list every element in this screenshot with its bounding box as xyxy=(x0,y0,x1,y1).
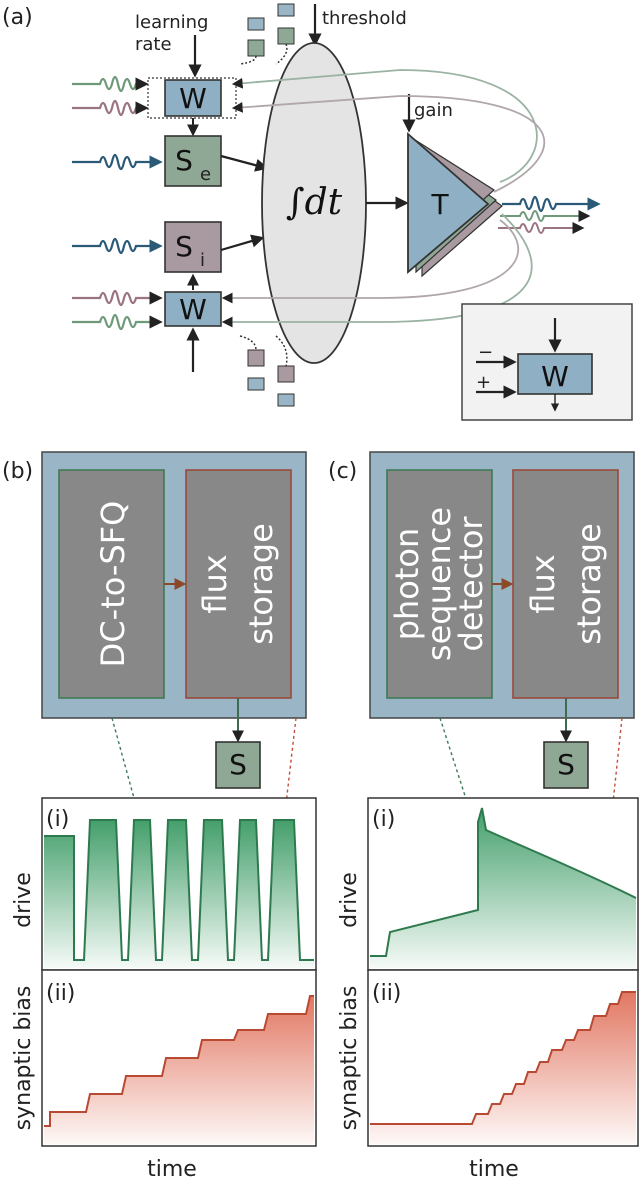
weight-top-box[interactable] xyxy=(164,79,222,117)
panel-c-synapse-label: S xyxy=(557,748,575,781)
input-wave-se xyxy=(72,153,163,171)
panel-c-photon-label: photon xyxy=(388,528,426,641)
panel-b-sub-ii: (ii) xyxy=(46,981,75,1006)
transmitter-label: T xyxy=(430,188,449,221)
output-wave-1 xyxy=(502,195,601,213)
panel-b-ylabel-bias: synaptic bias xyxy=(11,986,36,1131)
output-wave-2 xyxy=(500,210,591,222)
panel-b-drive-fill xyxy=(44,820,314,968)
top-mini-connector xyxy=(239,43,288,65)
weight-bottom-label: W xyxy=(179,293,207,326)
excitatory-synapse-sub: e xyxy=(200,164,211,185)
panel-c-label: (c) xyxy=(328,459,357,484)
bottom-mini-box-1 xyxy=(247,349,265,367)
learning-rate-label-line2: rate xyxy=(135,34,172,55)
panel-c-bias-fill xyxy=(370,992,636,1144)
bottom-mini-box-2 xyxy=(247,377,265,391)
input-wave-si xyxy=(72,237,163,255)
panel-c-flux-storage[interactable] xyxy=(512,469,619,699)
panel-c-bias-line xyxy=(370,991,636,1125)
panel-b-storage-label: storage xyxy=(242,523,280,645)
panel-b-bias-fill xyxy=(44,996,314,1144)
se-to-integrator-arrow xyxy=(220,154,269,172)
input-wave-bottom-1 xyxy=(72,289,163,307)
feedback-loop-1 xyxy=(231,69,538,183)
inhibitory-synapse-box[interactable] xyxy=(164,221,222,273)
top-mini-box-3 xyxy=(277,3,295,17)
inset-plus-label: + xyxy=(476,372,491,393)
feedback-loop-3 xyxy=(221,219,519,304)
inhibitory-synapse-label: S xyxy=(175,230,193,263)
panel-c-sequence-label: sequence xyxy=(420,507,458,661)
panel-c-detector-label: detector xyxy=(452,516,490,652)
inhibitory-synapse-sub: i xyxy=(200,250,205,271)
input-wave-top-1 xyxy=(72,75,149,93)
panel-c-ylabel-bias: synaptic bias xyxy=(337,986,362,1131)
transmitter-triangle[interactable] xyxy=(407,132,490,274)
excitatory-synapse-label: S xyxy=(175,144,193,177)
panel-c-drive-line xyxy=(370,807,637,957)
panel-b-sub-i: (i) xyxy=(46,807,69,832)
panel-b-dc-to-sfq[interactable] xyxy=(58,469,165,699)
top-mini-box-4 xyxy=(277,27,295,45)
inset-weight-label: W xyxy=(541,360,569,393)
excitatory-synapse-box[interactable] xyxy=(164,135,222,187)
panel-c-ylabel-drive: drive xyxy=(337,872,362,928)
panel-b-drive-line xyxy=(44,819,314,961)
gain-label: gain xyxy=(414,100,453,121)
panel-b-flux-label: flux xyxy=(196,554,234,613)
feedback-loop-4 xyxy=(221,213,533,328)
panel-c-photon-detector[interactable] xyxy=(386,469,493,699)
input-wave-top-2 xyxy=(72,99,149,117)
bottom-mini-box-3 xyxy=(277,365,295,383)
inset-weight-box[interactable] xyxy=(517,353,593,395)
panel-b-dc-to-sfq-label: DC-to-SFQ xyxy=(94,501,132,668)
panel-b-synapse-box[interactable] xyxy=(215,741,261,789)
panel-c-sub-ii: (ii) xyxy=(372,981,401,1006)
top-mini-box-1 xyxy=(247,17,265,31)
panel-b-synapse-label: S xyxy=(229,748,247,781)
panel-b-label: (b) xyxy=(2,459,33,484)
panel-b-bias-line xyxy=(44,995,314,1127)
learning-rate-label-line1: learning xyxy=(135,12,208,33)
inset-minus-label: − xyxy=(478,342,493,363)
input-wave-bottom-2 xyxy=(72,313,163,331)
panel-b-flux-storage[interactable] xyxy=(185,469,292,699)
panel-c-xlabel: time xyxy=(469,1157,519,1181)
panel-b-xlabel: time xyxy=(147,1157,197,1181)
panel-a-label: (a) xyxy=(2,5,33,30)
panel-b-ylabel-drive: drive xyxy=(11,872,36,928)
panel-c-sub-i: (i) xyxy=(372,807,395,832)
bottom-mini-box-4 xyxy=(277,393,295,407)
top-mini-box-2 xyxy=(247,39,265,57)
weight-bottom-box[interactable] xyxy=(164,291,222,327)
threshold-label: threshold xyxy=(322,8,407,29)
panel-c-flux-label: flux xyxy=(524,554,562,613)
weight-top-label: W xyxy=(179,82,207,115)
panel-c-synapse-box[interactable] xyxy=(543,741,589,789)
feedback-loop-2 xyxy=(231,95,546,193)
panel-c-drive-fill xyxy=(370,808,636,968)
output-wave-3 xyxy=(498,222,585,234)
si-to-integrator-arrow xyxy=(220,234,265,252)
integrator-label: ∫dt xyxy=(286,182,343,223)
bottom-mini-connector xyxy=(239,335,288,367)
panel-c-storage-label: storage xyxy=(570,523,608,645)
